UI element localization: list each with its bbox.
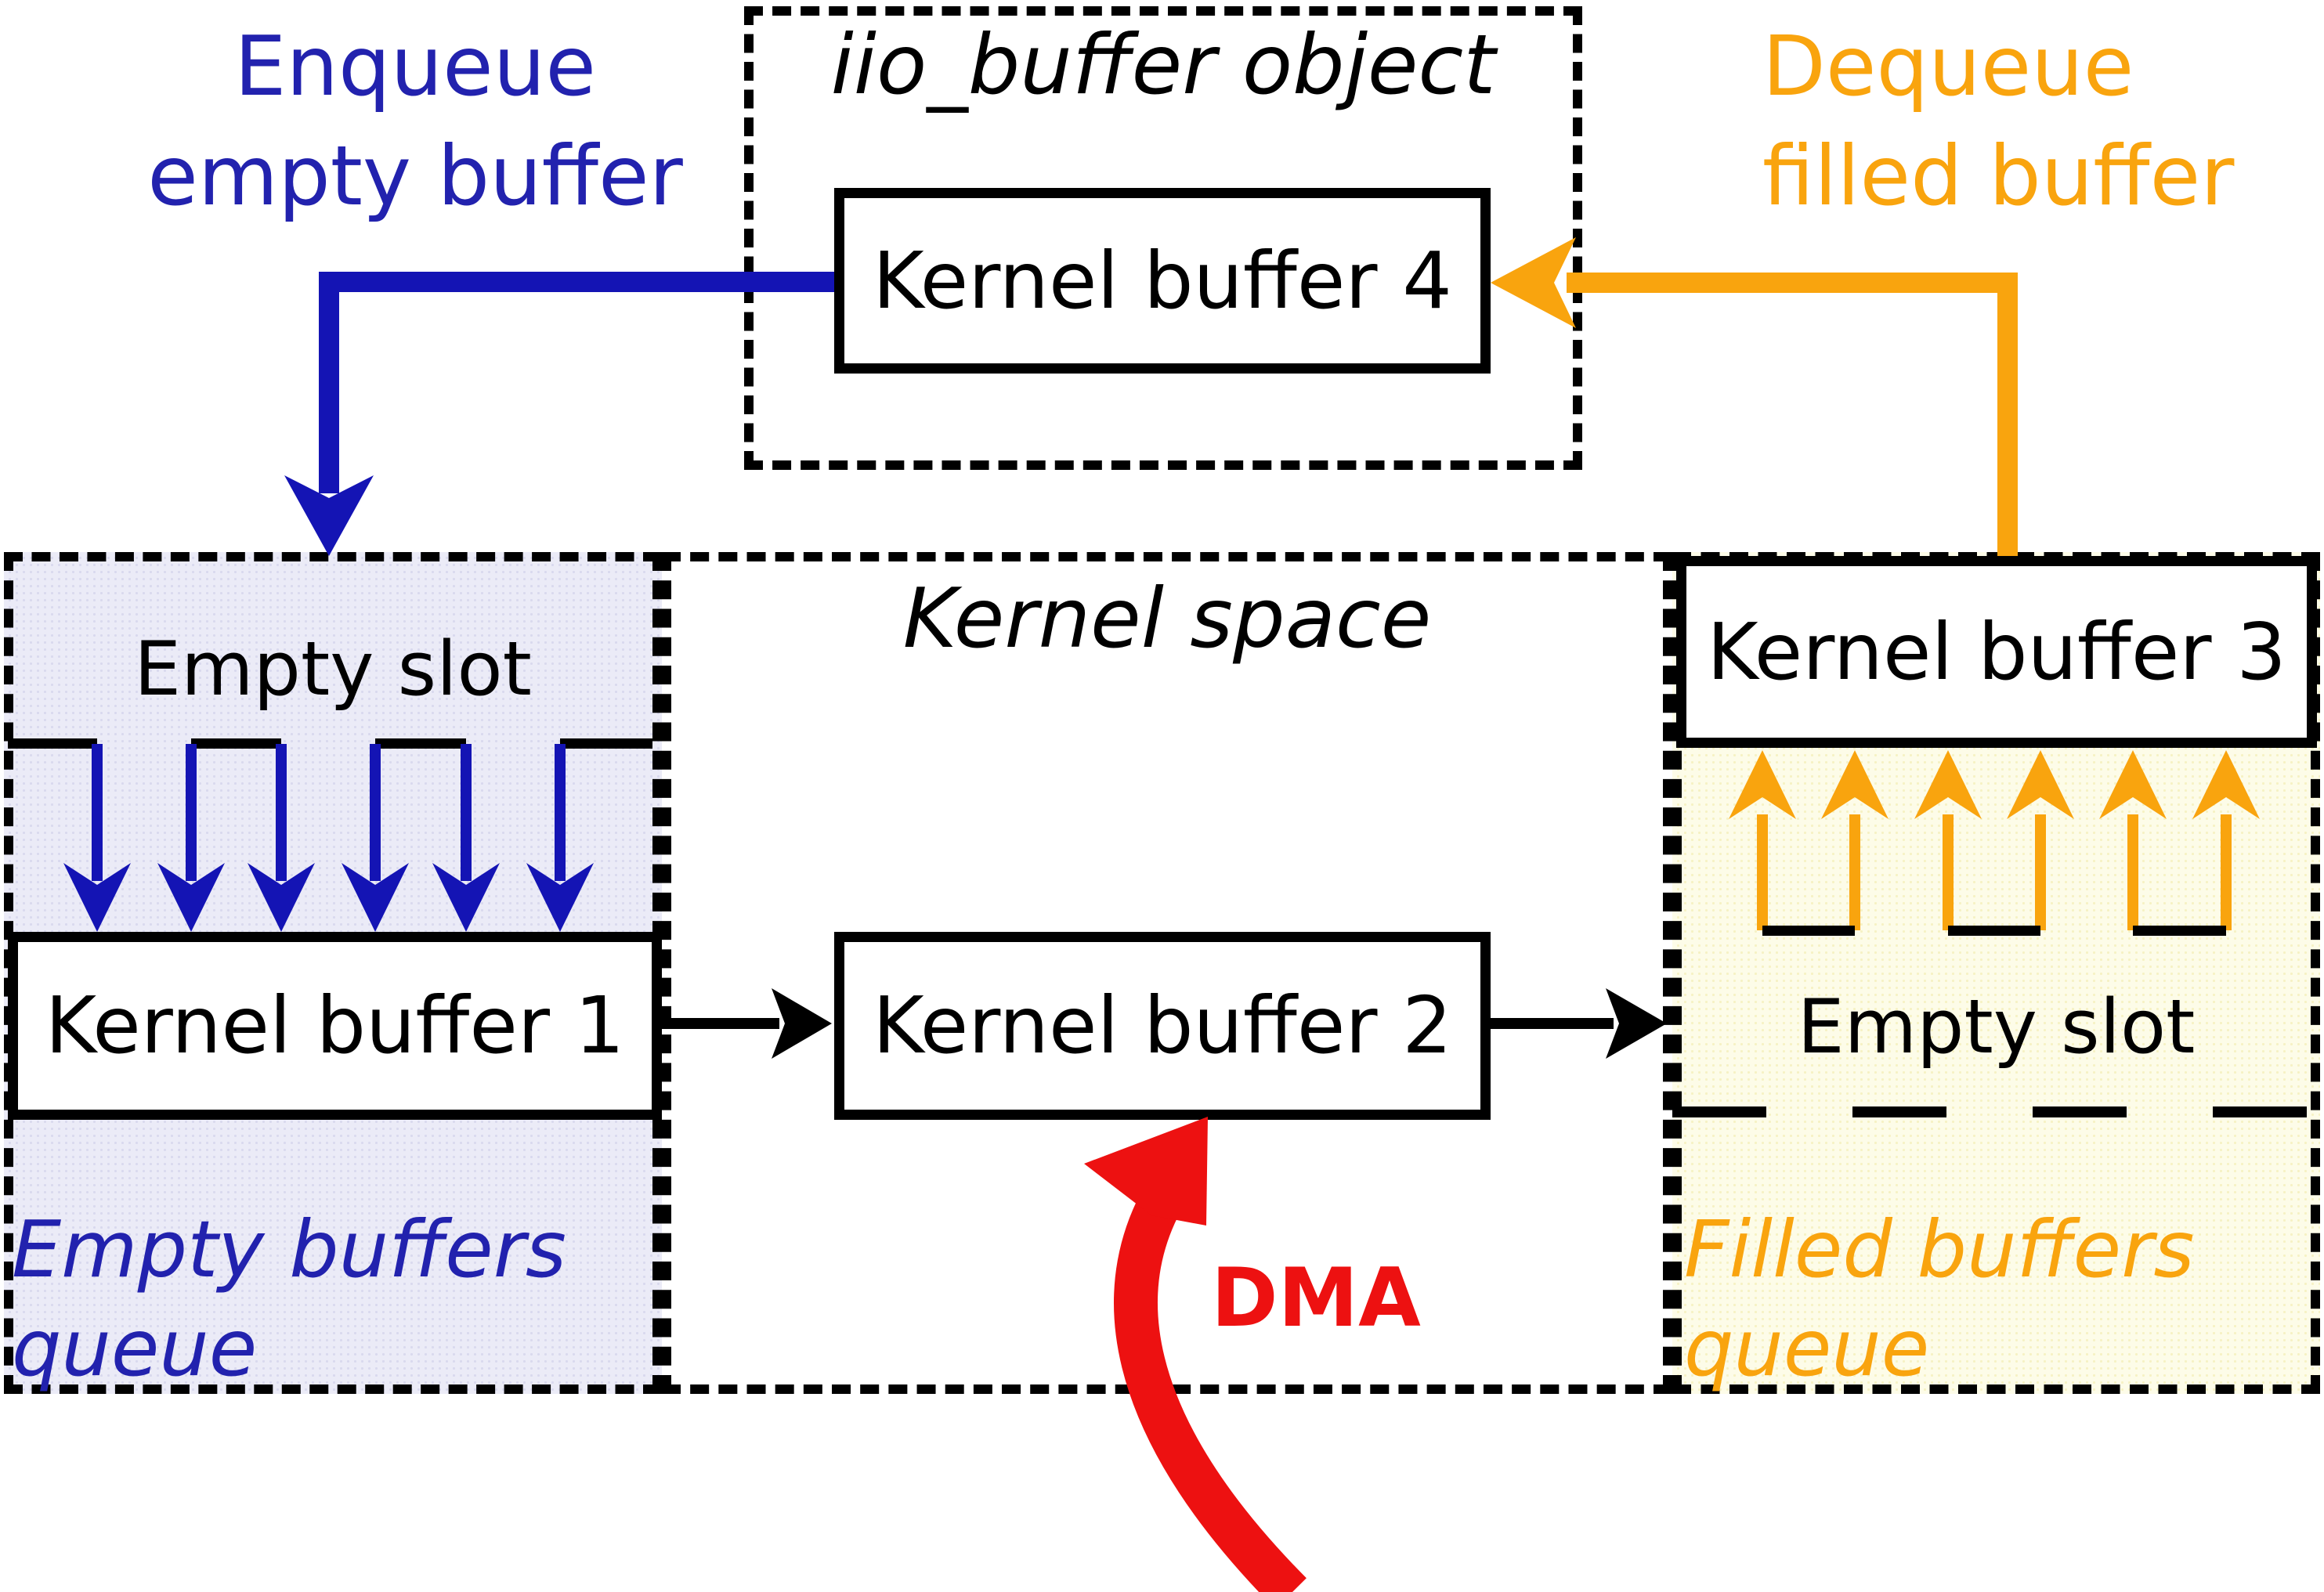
kernel-buffer-4-box: Kernel buffer 4 xyxy=(834,188,1491,374)
iio-box-title: iio_buffer object xyxy=(830,17,1496,113)
enqueue-empty-buffer-label: Enqueue empty buffer xyxy=(78,12,752,231)
empty-slot-label-right: Empty slot xyxy=(1797,984,2196,1070)
dequeue-label-line2: filled buffer xyxy=(1762,128,2235,224)
empty-buffers-queue-caption-line2: queue xyxy=(12,1302,258,1394)
kernel-buffer-1-box: Kernel buffer 1 xyxy=(8,932,662,1120)
empty-slot-label-left: Empty slot xyxy=(134,626,532,713)
filled-buffers-queue-caption-line1: Filled buffers xyxy=(1684,1204,2195,1295)
kernel-buffer-3-box: Kernel buffer 3 xyxy=(1676,556,2317,748)
kernel-space-title: Kernel space xyxy=(902,571,1432,666)
empty-buffers-queue-caption: Empty buffers queue xyxy=(12,1200,654,1398)
enqueue-label-line1: Enqueue xyxy=(234,19,596,114)
empty-buffers-queue-caption-line1: Empty buffers xyxy=(12,1204,567,1295)
enqueue-label-line2: empty buffer xyxy=(147,128,683,224)
dma-label: DMA xyxy=(1211,1251,1421,1345)
dequeue-filled-buffer-label: Dequeue filled buffer xyxy=(1762,12,2320,231)
kernel-buffer-2-box: Kernel buffer 2 xyxy=(834,932,1491,1120)
dequeue-label-line1: Dequeue xyxy=(1762,19,2134,114)
filled-buffers-queue-caption-line2: queue xyxy=(1684,1302,1930,1394)
filled-buffers-queue-caption: Filled buffers queue xyxy=(1684,1200,2311,1398)
